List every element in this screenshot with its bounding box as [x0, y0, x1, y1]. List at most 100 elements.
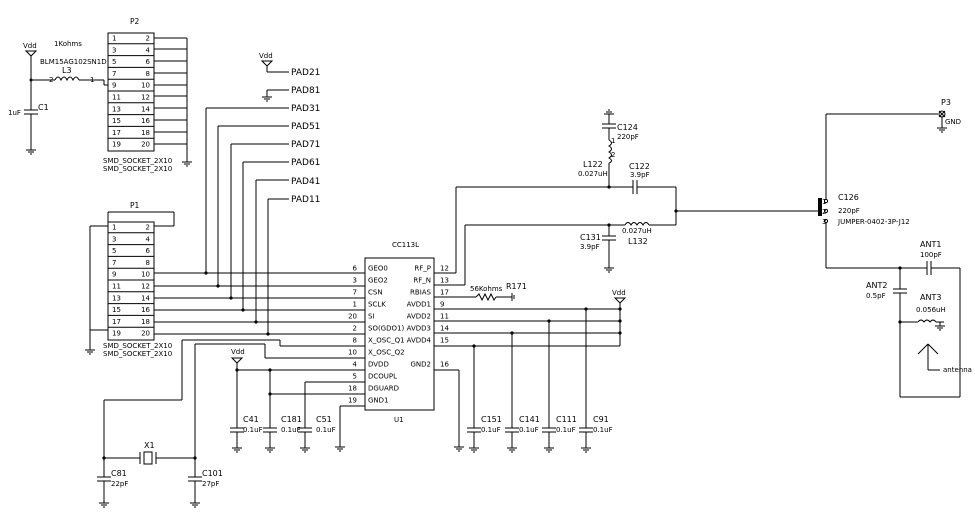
chip-pin-name: AVDD2 [407, 313, 431, 321]
chip-pin-number: 6 [353, 265, 358, 273]
pin-number: 20 [141, 141, 150, 149]
l122-pin1: 1 [611, 137, 615, 145]
chip-pin-name: RF_P [414, 265, 431, 273]
c1-ref: C1 [38, 103, 49, 112]
digital-decoupling: Vdd C41 0.1uF C181 0.1uF [230, 348, 365, 453]
ant3-coil [917, 319, 937, 323]
vdd-symbol-2 [260, 60, 274, 67]
chip-pin-name: DCOUPL [368, 373, 397, 381]
c1-val: 1uF [8, 109, 21, 117]
ant2-ref: ANT2 [866, 281, 887, 290]
c141-ref: C141 [519, 415, 540, 424]
chip-pin-number: 17 [440, 289, 449, 297]
pin-number: 9 [112, 271, 116, 279]
chip-pin-name: GEO0 [368, 265, 388, 273]
pads: Vdd PAD21 PAD81 PAD31 PAD51 PAD71 PAD61 … [206, 52, 320, 205]
pin-number: 19 [112, 330, 121, 338]
p2-body [107, 32, 155, 152]
p2-label-1: SMD_SOCKET_2X10 [103, 157, 172, 165]
vdd-filter: Vdd 1Kohms BLM15AG102SN1D L3 2 1 C1 1uF [8, 40, 108, 155]
p1-label-1: SMD_SOCKET_2X10 [103, 342, 172, 350]
l132-ref: L132 [628, 237, 648, 246]
chip-pin-number: 8 [353, 337, 357, 345]
c101-ref: C101 [202, 469, 223, 478]
c111-ref: C111 [556, 415, 577, 424]
chip-pin-name: GND1 [368, 397, 389, 405]
vdd-label-3: Vdd [231, 348, 245, 356]
pin-number: 10 [141, 271, 150, 279]
c131-ref: C131 [580, 233, 601, 242]
pin-number: 6 [146, 247, 151, 255]
c101-val: 27pF [202, 480, 219, 488]
l3-part: BLM15AG102SN1D [40, 58, 107, 66]
l3-value: 1Kohms [54, 40, 82, 48]
pad-label-3: PAD31 [291, 104, 320, 114]
l122-pin2: 2 [611, 151, 615, 159]
antenna-label: antenna [943, 366, 972, 374]
pin-number: 9 [112, 82, 116, 90]
pin-number: 18 [141, 129, 150, 137]
chip-pin-name: DGUARD [368, 385, 399, 393]
pin-number: 7 [112, 70, 116, 78]
chip-pin-number: 5 [353, 373, 357, 381]
pin-number: 3 [112, 46, 116, 54]
chip-pin-name: RF_N [413, 277, 431, 285]
c181-ref: C181 [281, 415, 302, 424]
pin-number: 14 [141, 105, 150, 113]
chip-pin-number: 19 [348, 397, 357, 405]
p1-bus-wires [154, 108, 365, 336]
chip-pin-name: X_OSC_Q2 [368, 349, 405, 357]
jumper-pin3: 3 [822, 218, 826, 226]
chip-pin-number: 2 [353, 325, 357, 333]
vdd-label-1: Vdd [23, 42, 37, 50]
c51-val: 0.1uF [316, 426, 336, 434]
pin-number: 4 [146, 235, 151, 243]
ant3-val: 0.056uH [916, 306, 946, 314]
p1-label-2: SMD_SOCKET_2X10 [103, 350, 172, 358]
vdd-symbol-3 [230, 357, 244, 364]
c151-val: 0.1uF [481, 426, 501, 434]
pin-number: 13 [112, 105, 121, 113]
chip-pin-name: AVDD3 [407, 325, 431, 333]
c51-ref: C51 [316, 415, 332, 424]
c81-ref: C81 [111, 469, 127, 478]
crystal-x1 [143, 451, 153, 465]
pin-number: 10 [141, 82, 150, 90]
antenna-network: ANT1 100pF ANT2 0.5pF ANT3 0.056uH anten… [866, 240, 972, 398]
chip-pin-number: 7 [353, 289, 357, 297]
jumper-part: JUMPER-0402-3P-J12 [837, 218, 910, 226]
p3-gnd: GND [945, 118, 961, 126]
vdd-label-4: Vdd [612, 289, 626, 297]
p2-ref: P2 [130, 17, 140, 26]
c151-ref: C151 [481, 415, 502, 424]
chip-pin-name: RBIAS [410, 289, 432, 297]
c41-val: 0.1uF [243, 426, 263, 434]
chip-body [364, 257, 435, 411]
vdd-symbol-4 [613, 297, 627, 304]
c141-val: 0.1uF [519, 426, 539, 434]
pin-number: 4 [146, 46, 151, 54]
chip-pin-number: 12 [440, 265, 449, 273]
l122-ref: L122 [583, 160, 603, 169]
jumper-body [818, 198, 822, 216]
jumper-pin2: 2 [822, 208, 826, 216]
p2-bus-wires [154, 37, 192, 167]
pin-number: 14 [141, 294, 150, 302]
c111-val: 0.1uF [556, 426, 576, 434]
pad-label-2: PAD81 [291, 86, 320, 96]
chip-pin-number: 3 [353, 277, 357, 285]
chip-title: CC113L [392, 241, 419, 249]
pin-number: 12 [141, 94, 150, 102]
c126-ref: C126 [838, 193, 859, 202]
pin-number: 8 [146, 70, 150, 78]
ant2-val: 0.5pF [866, 292, 886, 300]
chip-pin-name: SI [368, 313, 375, 321]
jumper-pin1: 1 [822, 198, 826, 206]
c41-ref: C41 [243, 415, 259, 424]
chip-pin-number: 15 [440, 337, 449, 345]
chip-pin-name: SO(GDO1) [368, 325, 404, 333]
pin-number: 11 [112, 94, 121, 102]
l132-coil [624, 222, 650, 226]
